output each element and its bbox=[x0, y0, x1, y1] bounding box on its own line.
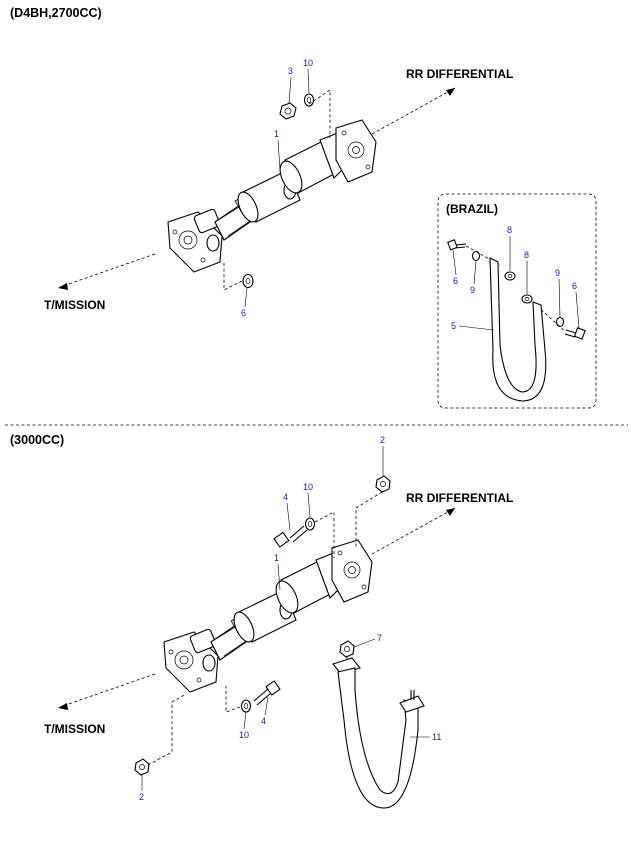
callout-8-lower: 8 bbox=[524, 250, 529, 260]
callout-7: 7 bbox=[377, 633, 382, 643]
label-t-mission-bottom: T/MISSION bbox=[44, 722, 105, 736]
bolt-4-low bbox=[253, 680, 281, 706]
axis-line-tm-bottom bbox=[59, 673, 156, 708]
label-rr-differential-bottom: RR DIFFERENTIAL bbox=[406, 491, 513, 505]
callout-10-top: 10 bbox=[303, 482, 313, 492]
callout-6-brazil-left: 6 bbox=[453, 276, 458, 286]
bolt-6-left bbox=[447, 239, 467, 251]
callout-6: 6 bbox=[241, 308, 246, 318]
nut-2-low bbox=[134, 758, 150, 776]
brazil-inset: (BRAZIL) 6 9 8 bbox=[437, 193, 597, 409]
arrow-rr-icon bbox=[446, 88, 455, 96]
callout-2-low: 2 bbox=[139, 792, 144, 802]
callout-8-upper: 8 bbox=[507, 225, 512, 235]
label-rr-differential: RR DIFFERENTIAL bbox=[406, 67, 513, 81]
strap-5 bbox=[489, 257, 547, 402]
washer-6-top bbox=[242, 273, 254, 289]
propeller-shaft-bottom bbox=[163, 539, 373, 693]
plate-8-upper bbox=[504, 271, 516, 281]
propeller-shaft-top bbox=[167, 119, 377, 273]
callout-6-brazil-right: 6 bbox=[572, 281, 577, 291]
axis-line-rr-bottom bbox=[371, 507, 456, 555]
callout-4-low: 4 bbox=[261, 716, 266, 726]
bolt-4-top bbox=[273, 525, 308, 548]
callout-2-top: 2 bbox=[380, 435, 385, 445]
callout-9-brazil-left: 9 bbox=[470, 285, 475, 295]
callout-10-low: 10 bbox=[239, 730, 249, 740]
plate-8-lower bbox=[521, 294, 533, 304]
callout-9-brazil-right: 9 bbox=[555, 268, 560, 278]
nut-3 bbox=[279, 102, 297, 120]
callout-4-top: 4 bbox=[283, 492, 288, 502]
washer-10-top-bottom bbox=[304, 517, 316, 531]
washer-10-top bbox=[303, 93, 315, 107]
arrow-tm-bottom-icon bbox=[58, 703, 68, 710]
bolt-6-right bbox=[564, 327, 586, 340]
section-header-bottom: (3000CC) bbox=[10, 433, 64, 447]
callout-3: 3 bbox=[288, 66, 293, 76]
washer-9-right bbox=[555, 316, 565, 328]
label-brazil: (BRAZIL) bbox=[446, 202, 498, 216]
washer-10-low bbox=[240, 699, 252, 713]
washer-9-left bbox=[471, 250, 481, 262]
strap-11 bbox=[332, 657, 425, 809]
nut-7 bbox=[339, 640, 355, 658]
callout-1-bottom: 1 bbox=[274, 553, 279, 563]
nut-2-top bbox=[375, 475, 391, 493]
axis-line-rr bbox=[371, 87, 456, 135]
label-t-mission: T/MISSION bbox=[44, 298, 105, 312]
section-header-top: (D4BH,2700CC) bbox=[10, 6, 102, 20]
callout-10: 10 bbox=[303, 58, 313, 68]
arrow-tm-icon bbox=[58, 283, 68, 290]
arrow-rr-bottom-icon bbox=[446, 508, 455, 516]
callout-1: 1 bbox=[274, 129, 279, 139]
callout-5: 5 bbox=[451, 321, 456, 331]
axis-line-tm bbox=[59, 253, 156, 288]
callout-11: 11 bbox=[432, 732, 441, 742]
rear-flange bbox=[335, 119, 377, 183]
